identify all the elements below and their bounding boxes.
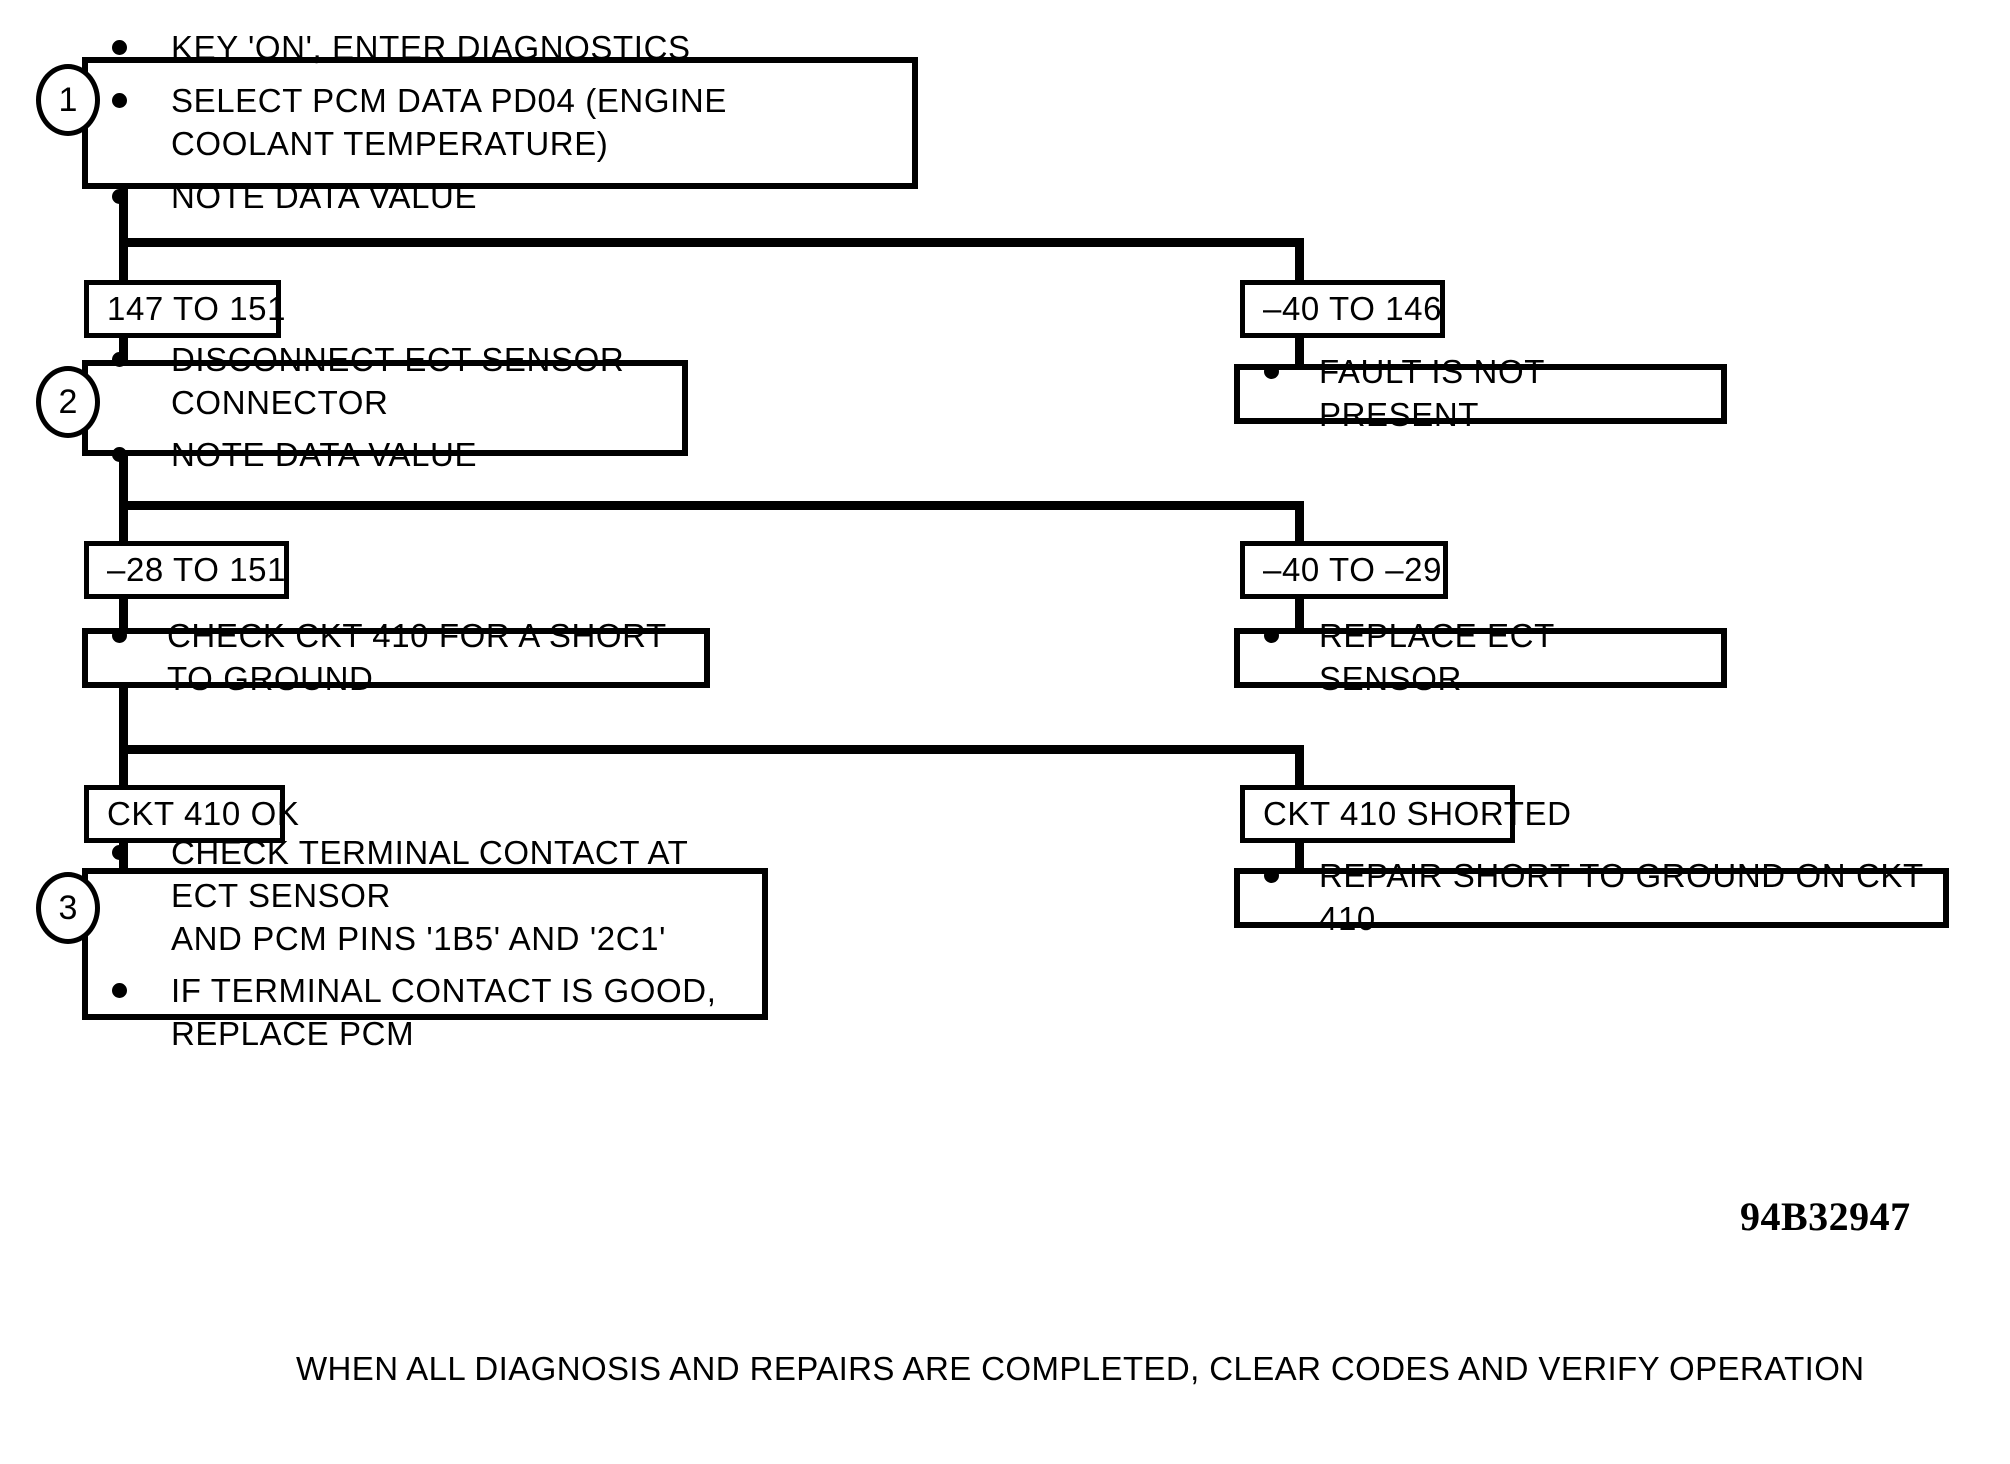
result-2-bullet: CHECK CKT 410 FOR A SHORT TO GROUND bbox=[112, 615, 686, 701]
result-1-bullet-list: FAULT IS NOT PRESENT bbox=[1264, 351, 1703, 437]
bullet-dot-icon bbox=[112, 983, 127, 999]
step-3-bullet-2: IF TERMINAL CONTACT IS GOOD, REPLACE PCM bbox=[112, 970, 744, 1056]
step-number-1: 1 bbox=[36, 64, 100, 136]
bullet-dot-icon bbox=[112, 93, 127, 109]
step-2-bullet-list: DISCONNECT ECT SENSOR CONNECTOR NOTE DAT… bbox=[112, 339, 664, 478]
bullet-dot-icon bbox=[112, 628, 127, 644]
step-number-2-label: 2 bbox=[58, 382, 78, 421]
connector-branch3-horizontal bbox=[119, 745, 1304, 754]
step-3-box: CHECK TERMINAL CONTACT AT ECT SENSOR AND… bbox=[82, 834, 768, 1052]
branch-3-left-label-box: CKT 410 OK bbox=[84, 785, 299, 843]
result-3-bullet: REPLACE ECT SENSOR bbox=[1264, 615, 1703, 701]
step-1-box: KEY 'ON', ENTER DIAGNOSTICS SELECT PCM D… bbox=[82, 29, 918, 215]
step-2-bullet-1: DISCONNECT ECT SENSOR CONNECTOR bbox=[112, 339, 664, 425]
connector-step1-down bbox=[119, 188, 128, 246]
result-4-bullet: REPAIR SHORT TO GROUND ON CKT 410 bbox=[1264, 855, 1925, 941]
step-number-3: 3 bbox=[36, 872, 100, 944]
bullet-dot-icon bbox=[1264, 868, 1279, 884]
step-2-bullet-2: NOTE DATA VALUE bbox=[112, 434, 664, 477]
step-1-bullet-1: KEY 'ON', ENTER DIAGNOSTICS bbox=[112, 27, 894, 70]
result-1-bullet: FAULT IS NOT PRESENT bbox=[1264, 351, 1703, 437]
result-fault-not-present-box: FAULT IS NOT PRESENT bbox=[1234, 353, 1727, 433]
step-1-bullet-3: NOTE DATA VALUE bbox=[112, 176, 894, 219]
bullet-dot-icon bbox=[112, 351, 127, 367]
bullet-dot-icon bbox=[112, 447, 127, 463]
branch-1-left-label-box: 147 TO 151 bbox=[84, 280, 285, 338]
bullet-dot-icon bbox=[112, 40, 127, 56]
footer-note: WHEN ALL DIAGNOSIS AND REPAIRS ARE COMPL… bbox=[296, 1350, 1865, 1387]
connector-step2-down bbox=[119, 455, 128, 510]
result-2-bullet-list: CHECK CKT 410 FOR A SHORT TO GROUND bbox=[112, 615, 686, 701]
bullet-dot-icon bbox=[1264, 364, 1279, 380]
branch-1-right-label-box: ‒40 TO 146 bbox=[1240, 280, 1445, 338]
step-number-3-label: 3 bbox=[58, 888, 78, 927]
branch-3-right-label-box: CKT 410 SHORTED bbox=[1240, 785, 1571, 843]
step-1-bullet-list: KEY 'ON', ENTER DIAGNOSTICS SELECT PCM D… bbox=[112, 27, 894, 219]
connector-branch1-left-down bbox=[119, 238, 128, 284]
step-3-bullet-1: CHECK TERMINAL CONTACT AT ECT SENSOR AND… bbox=[112, 832, 744, 961]
bullet-dot-icon bbox=[112, 844, 127, 860]
connector-branch2-left-to-result2 bbox=[119, 597, 128, 633]
bullet-dot-icon bbox=[112, 188, 127, 204]
result-check-ckt410-box: CHECK CKT 410 FOR A SHORT TO GROUND bbox=[82, 617, 710, 697]
result-replace-ect-sensor-box: REPLACE ECT SENSOR bbox=[1234, 617, 1727, 697]
connector-branch1-horizontal bbox=[119, 238, 1304, 247]
branch-2-left-label-box: ‒28 TO 151 bbox=[84, 541, 289, 599]
connector-result2-down bbox=[119, 687, 128, 747]
connector-branch3-left-down bbox=[119, 745, 128, 789]
step-3-bullet-list: CHECK TERMINAL CONTACT AT ECT SENSOR AND… bbox=[112, 832, 744, 1056]
connector-branch3-left-to-step3 bbox=[119, 841, 128, 879]
part-number: 94B32947 bbox=[1740, 1194, 1911, 1239]
connector-branch3-right-to-result4 bbox=[1295, 841, 1304, 879]
result-3-bullet-list: REPLACE ECT SENSOR bbox=[1264, 615, 1703, 701]
result-repair-short-box: REPAIR SHORT TO GROUND ON CKT 410 bbox=[1234, 857, 1949, 937]
step-1-bullet-2: SELECT PCM DATA PD04 (ENGINE COOLANT TEM… bbox=[112, 80, 894, 166]
branch-2-right-label-box: ‒40 TO ‒29 bbox=[1240, 541, 1448, 599]
bullet-dot-icon bbox=[1264, 628, 1279, 644]
step-2-box: DISCONNECT ECT SENSOR CONNECTOR NOTE DAT… bbox=[82, 341, 688, 473]
connector-branch2-right-down bbox=[1295, 501, 1304, 545]
connector-branch3-right-down bbox=[1295, 745, 1304, 789]
connector-branch2-horizontal bbox=[119, 501, 1304, 510]
connector-branch2-left-down bbox=[119, 501, 128, 545]
step-number-2: 2 bbox=[36, 366, 100, 438]
connector-branch1-right-to-result1 bbox=[1295, 336, 1304, 374]
connector-branch1-right-down bbox=[1295, 238, 1304, 284]
step-number-1-label: 1 bbox=[58, 80, 78, 119]
connector-branch2-right-to-result3 bbox=[1295, 597, 1304, 633]
result-4-bullet-list: REPAIR SHORT TO GROUND ON CKT 410 bbox=[1264, 855, 1925, 941]
